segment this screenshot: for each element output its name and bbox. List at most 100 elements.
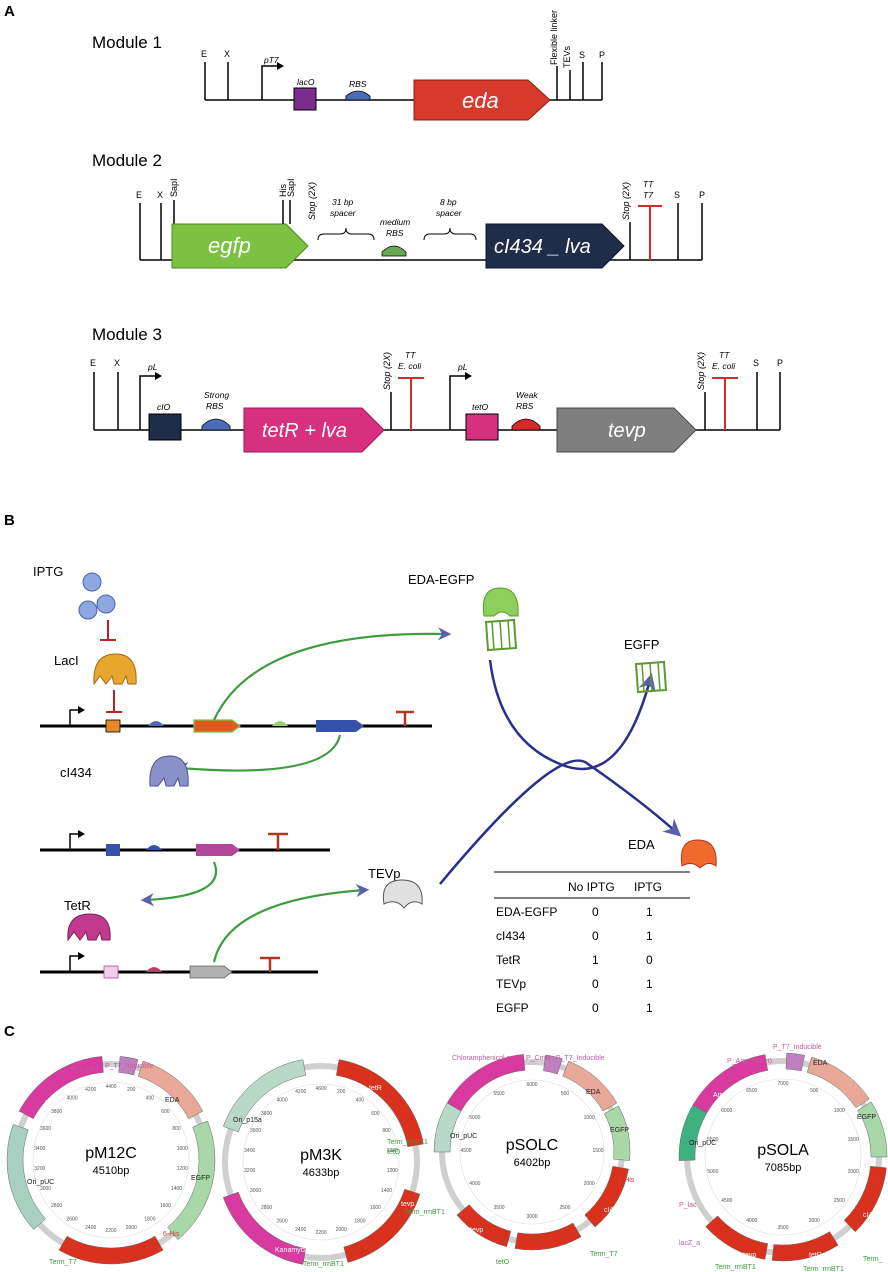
plasmid-tick-label: 1200 bbox=[387, 1168, 398, 1174]
table-cell-no-iptg: 0 bbox=[592, 905, 599, 919]
plasmid-tick-label: 2500 bbox=[834, 1198, 845, 1204]
plasmid-feature-label: 6-His bbox=[618, 1177, 635, 1184]
ci434-gene bbox=[485, 223, 625, 269]
plasmid-feature-label: tevp bbox=[470, 1227, 483, 1234]
plasmid-feature-label: Term_rrnBT1 bbox=[303, 1261, 344, 1268]
term-label-2: T7 bbox=[643, 190, 653, 200]
plasmid-tick-label: 2000 bbox=[584, 1181, 595, 1187]
plasmid-tick-label: 3600 bbox=[250, 1128, 261, 1134]
plasmid-tick-label: 6000 bbox=[721, 1108, 732, 1114]
plasmid-feature-label: Ampicillin-r bbox=[713, 1092, 748, 1099]
site-p: P bbox=[599, 50, 605, 60]
strong-rbs-label: Strong bbox=[204, 390, 229, 400]
plasmid-name: pM12C bbox=[85, 1145, 137, 1162]
plasmid-feature-arc bbox=[705, 1215, 769, 1260]
term-label-2: E. coli bbox=[398, 361, 422, 371]
plasmid-tick-label: 5500 bbox=[707, 1137, 718, 1143]
table-cell-iptg: 1 bbox=[646, 977, 653, 991]
strong-rbs-shape bbox=[201, 418, 231, 431]
rbs-label: RBS bbox=[349, 79, 367, 89]
plasmid-feature-label: tetR bbox=[369, 1085, 382, 1092]
table-cell-iptg: 1 bbox=[646, 929, 653, 943]
plasmid-tick-label: 2600 bbox=[277, 1219, 288, 1225]
site-x: X bbox=[224, 49, 230, 59]
plasmid-tick-label: 1000 bbox=[387, 1148, 398, 1154]
plasmid-name: pSOLC bbox=[506, 1137, 558, 1154]
table-header-no-iptg: No IPTG bbox=[568, 880, 615, 894]
promoter-pl-2: pL bbox=[457, 362, 468, 372]
plasmid-size: 7085bp bbox=[765, 1162, 802, 1174]
table-cell-no-iptg: 0 bbox=[592, 1001, 599, 1015]
plasmid-feature-label: cI434 bbox=[121, 1235, 138, 1242]
plasmid-tick-label: 3000 bbox=[250, 1188, 261, 1194]
plasmid-feature-label: Term_ bbox=[863, 1256, 883, 1263]
term-label: TT bbox=[405, 350, 416, 360]
laco-box bbox=[293, 87, 317, 111]
plasmid-tick-label: 3600 bbox=[40, 1126, 51, 1132]
site-s: S bbox=[753, 358, 759, 368]
plasmid-feature-label: tetO bbox=[387, 1149, 401, 1156]
plasmid-feature-label: Term_T7 bbox=[590, 1251, 618, 1258]
teto-box bbox=[465, 413, 499, 441]
plasmid-feature-label: tetO bbox=[496, 1259, 510, 1266]
plasmid-feature-arc bbox=[456, 1204, 512, 1247]
rbs-label-2: RBS bbox=[386, 228, 404, 238]
stop-label: Stop (2X) bbox=[307, 182, 317, 220]
plasmid-tick-label: 500 bbox=[561, 1091, 570, 1097]
egfp-gene-label: egfp bbox=[208, 233, 251, 258]
eda-protein bbox=[680, 839, 717, 869]
plasmid-size: 6402bp bbox=[514, 1157, 551, 1169]
plasmid-feature-label: 6 bbox=[873, 1176, 877, 1183]
plasmid-tick-label: 3400 bbox=[34, 1146, 45, 1152]
plasmid-feature-label: P_T7_Inducible bbox=[773, 1044, 822, 1051]
plasmid-tick-label: 4600 bbox=[315, 1086, 326, 1092]
plasmid-feature-label: tevp bbox=[743, 1252, 756, 1259]
plasmid-feature-label: P_CmR bbox=[71, 1067, 96, 1074]
tetr-protein bbox=[67, 913, 111, 942]
tevp-label: TEVp bbox=[368, 866, 401, 881]
table-row-name: TetR bbox=[496, 953, 521, 967]
plasmid-feature-arc bbox=[167, 1120, 216, 1241]
strong-rbs-label-2: RBS bbox=[206, 401, 224, 411]
plasmid-tick-label: 2000 bbox=[126, 1225, 137, 1231]
table-cell-iptg: 1 bbox=[646, 905, 653, 919]
stop-label-2: Stop (2X) bbox=[621, 182, 631, 220]
site-x: X bbox=[157, 190, 163, 200]
plasmid-feature-label: Ori_pUC bbox=[27, 1179, 54, 1186]
plasmid-tick-label: 6500 bbox=[746, 1088, 757, 1094]
site-e: E bbox=[136, 190, 142, 200]
spacer8-label-2: spacer bbox=[436, 208, 463, 218]
plasmid-tick-label: 4000 bbox=[277, 1097, 288, 1103]
plasmid-feature-label: Kanamycin-r bbox=[275, 1247, 315, 1254]
plasmid-feature-label: 6-His bbox=[163, 1231, 180, 1238]
plasmid-tick-label: 600 bbox=[161, 1109, 170, 1115]
plasmid-feature-arc bbox=[6, 1124, 46, 1230]
iptg-label: IPTG bbox=[33, 564, 63, 579]
plasmid-tick-label: 800 bbox=[382, 1128, 391, 1134]
plasmid-feature-label: Term_rrnBT1 bbox=[387, 1139, 428, 1146]
plasmid-feature-arc bbox=[843, 1165, 887, 1233]
table-cell-iptg: 1 bbox=[646, 1001, 653, 1015]
plasmid-feature-label: P_T7_Inducible bbox=[556, 1055, 605, 1062]
plasmid-feature-arc bbox=[335, 1059, 424, 1148]
plasmid-tick-label: 400 bbox=[146, 1095, 155, 1101]
plasmid-feature-arc bbox=[118, 1056, 139, 1076]
plasmid-tick-label: 800 bbox=[172, 1126, 181, 1132]
plasmid-tick-label: 600 bbox=[371, 1111, 380, 1117]
flexible-linker-label: Flexible linker bbox=[549, 10, 559, 65]
plasmid-tick-label: 4000 bbox=[67, 1095, 78, 1101]
site-e: E bbox=[90, 358, 96, 368]
eda-label: EDA bbox=[628, 837, 655, 852]
promoter-arrow bbox=[261, 65, 280, 100]
plasmid-tick-label: 1200 bbox=[177, 1166, 188, 1172]
plasmid-tick-label: 2000 bbox=[848, 1169, 859, 1175]
plasmid-tick-label: 3000 bbox=[809, 1218, 820, 1224]
plasmid-tick-label: 5000 bbox=[707, 1169, 718, 1175]
plasmid-size: 4633bp bbox=[303, 1167, 340, 1179]
plasmid-feature-label: cI434 bbox=[604, 1207, 621, 1214]
plasmid-feature-label: tevp bbox=[401, 1201, 414, 1208]
plasmid-feature-arc bbox=[58, 1235, 164, 1265]
plasmid-tick-label: 500 bbox=[810, 1088, 819, 1094]
